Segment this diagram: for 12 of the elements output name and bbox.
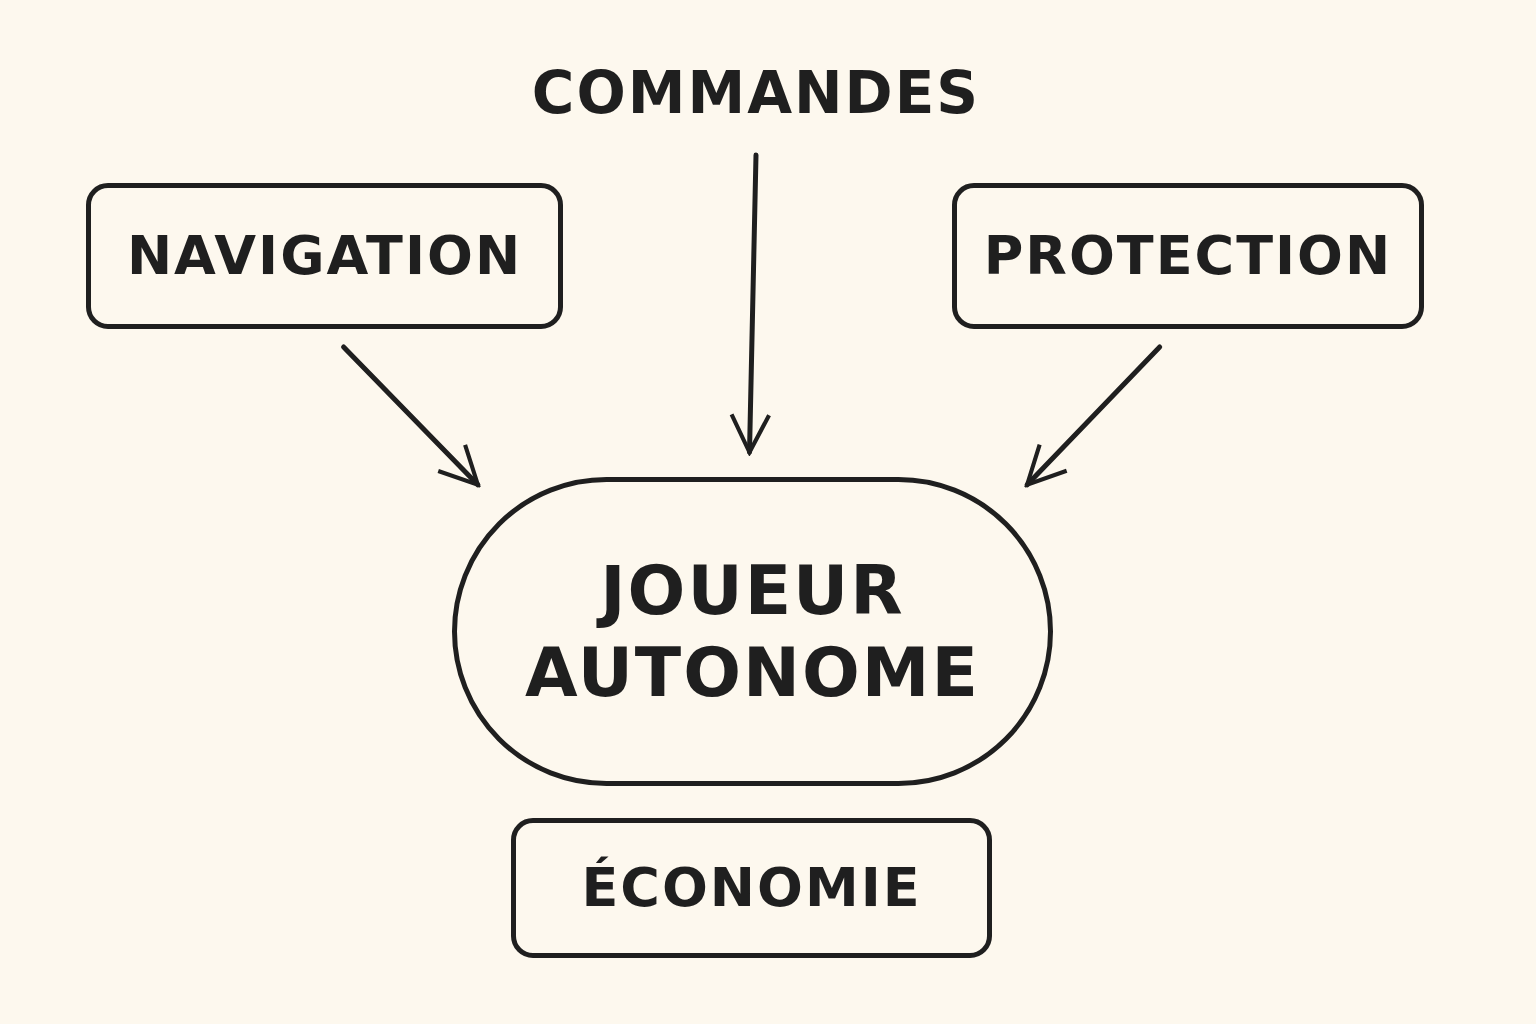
node-label: ÉCONOMIE [581, 855, 922, 921]
process-box [511, 818, 992, 958]
node-label: PROTECTION [983, 223, 1393, 289]
process-box [86, 183, 563, 329]
heading-label: COMMANDES [531, 59, 981, 129]
arrow [1024, 344, 1163, 488]
arrow [729, 152, 772, 455]
node-label: JOUEUR AUTONOME [524, 549, 981, 714]
node-label: NAVIGATION [126, 223, 523, 289]
process-box [952, 183, 1424, 329]
arrow [341, 344, 481, 488]
terminal-pill [452, 477, 1053, 786]
